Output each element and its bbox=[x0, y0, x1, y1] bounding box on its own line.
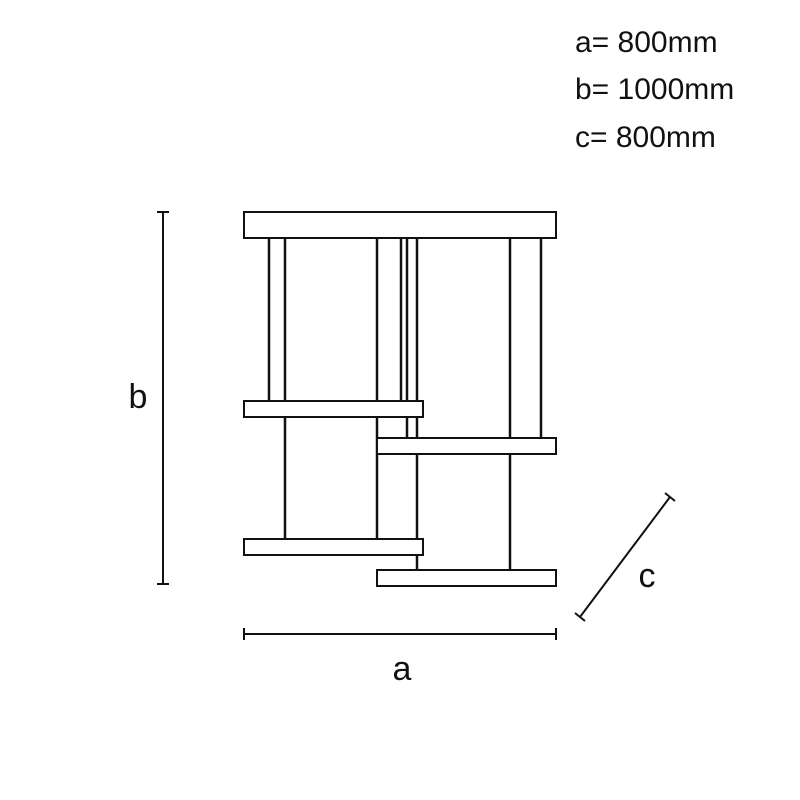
light-ring-1 bbox=[243, 400, 424, 418]
light-ring-2 bbox=[376, 437, 557, 455]
dimension-line-b bbox=[157, 211, 169, 585]
ceiling-canopy bbox=[243, 211, 557, 239]
light-ring-4 bbox=[376, 569, 557, 587]
dimension-label-a: a bbox=[393, 650, 412, 688]
light-ring-3 bbox=[243, 538, 424, 556]
spec-a: a= 800mm bbox=[575, 26, 718, 59]
spec-b: b= 1000mm bbox=[575, 73, 735, 106]
dimension-line-a bbox=[243, 628, 557, 640]
dimension-label-b: b bbox=[129, 378, 148, 416]
dimension-line-c bbox=[574, 492, 676, 622]
spec-c: c= 800mm bbox=[575, 121, 716, 154]
dimension-label-c: c bbox=[639, 557, 656, 595]
